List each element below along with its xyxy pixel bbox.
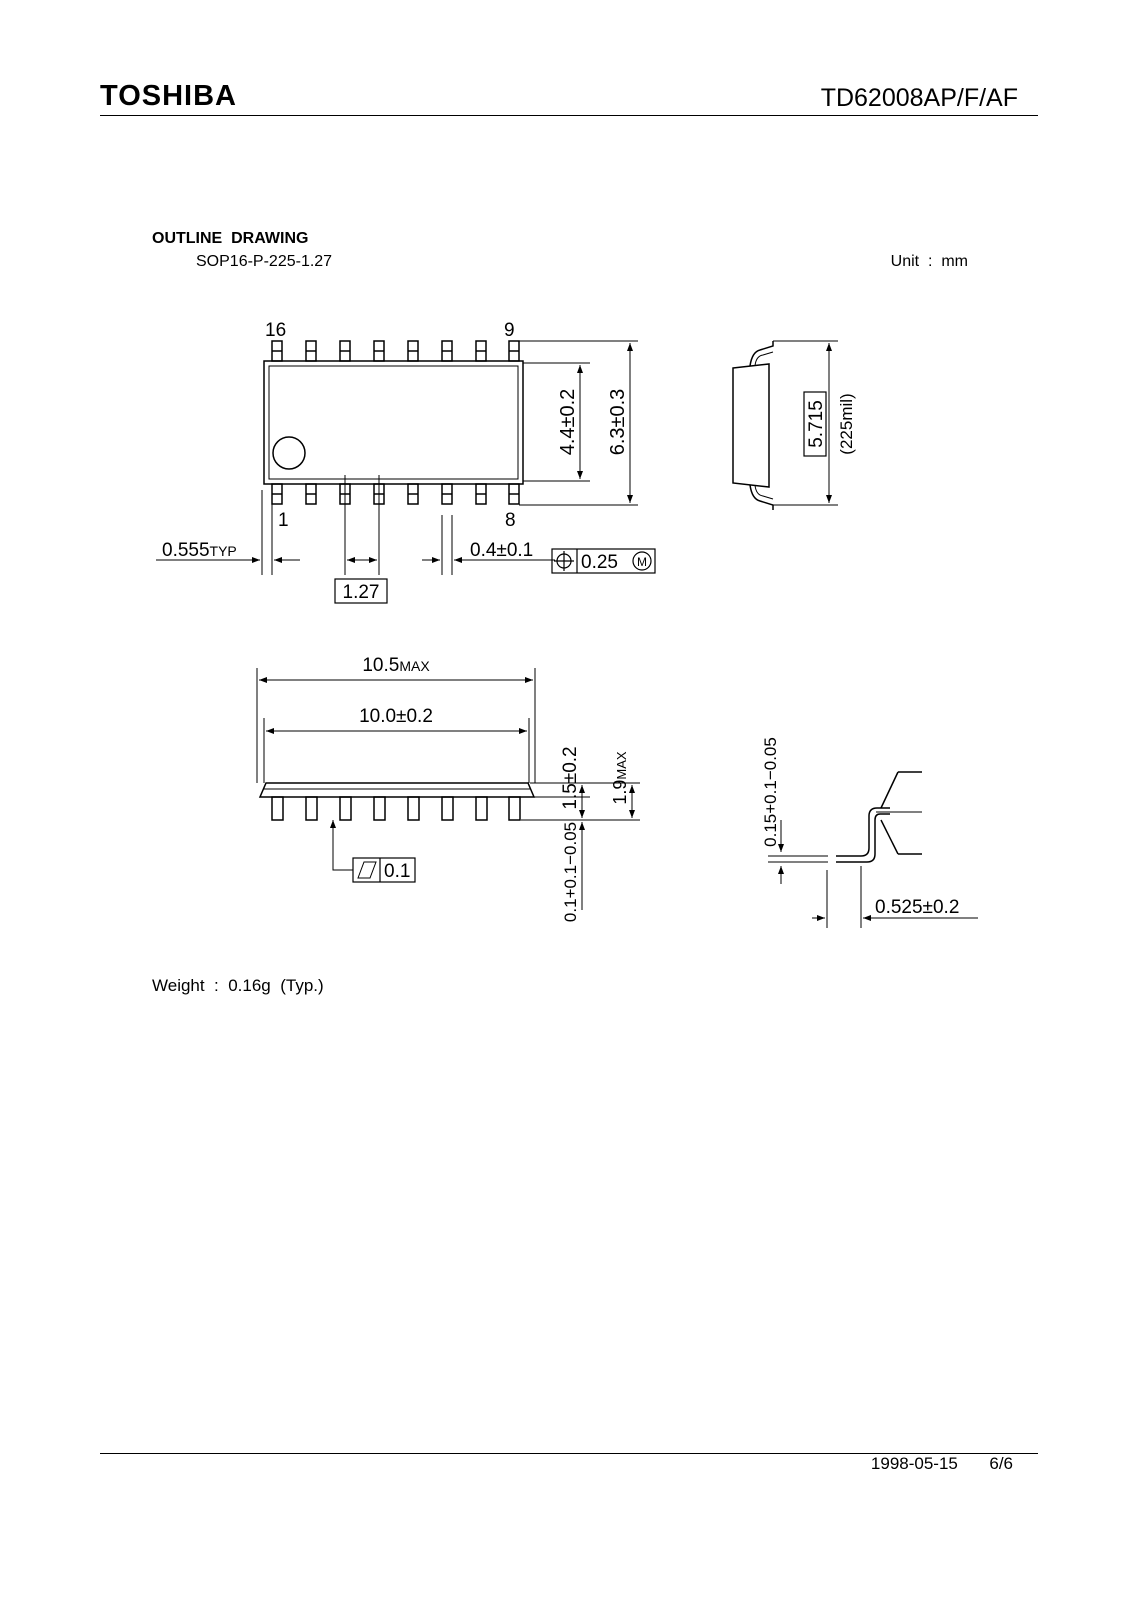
position-tolerance-frame — [551, 548, 656, 574]
end-dim-text: 5.715 — [806, 400, 827, 448]
dim-text-lead-typ: 0.555TYP — [162, 540, 237, 561]
dim-text-body-height: 1.5±0.2 — [560, 746, 581, 809]
page-number: 6/6 — [989, 1454, 1013, 1473]
top-leads — [271, 340, 520, 362]
unit-label: Unit : mm — [890, 253, 968, 270]
flatness-icon — [357, 861, 377, 879]
top-view — [156, 340, 656, 604]
pin-label-8: 8 — [505, 510, 516, 531]
bottom-leads — [271, 483, 520, 505]
footer-date: 1998-05-15 — [870, 1454, 958, 1473]
weight-note: Weight : 0.16g (Typ.) — [152, 976, 324, 995]
end-body — [732, 363, 770, 488]
pin-label-9: 9 — [504, 320, 515, 341]
dim-text-total-height: 1.9MAX — [610, 751, 630, 805]
tolerance-value: 0.25 — [581, 552, 618, 573]
end-basic-box — [803, 391, 827, 457]
section-title: OUTLINE DRAWING — [152, 230, 309, 247]
footer: 1998-05-15 6/6 — [871, 1454, 1013, 1474]
flatness-frame — [352, 857, 416, 883]
package-body — [263, 360, 524, 485]
header-rule — [100, 115, 1038, 116]
end-dim-mil: (225mil) — [837, 393, 856, 454]
package-code: SOP16-P-225-1.27 — [196, 253, 333, 270]
end-lead-top — [749, 341, 774, 367]
mmc-modifier-icon — [632, 551, 652, 571]
dim-text-foot-length: 0.525±0.2 — [875, 897, 959, 918]
side-view — [256, 668, 640, 910]
dim-text-inner-width: 4.4±0.2 — [557, 389, 579, 456]
lead-detail — [768, 771, 978, 928]
part-number: TD62008AP/F/AF — [820, 84, 1018, 112]
dimension-arrows — [252, 343, 871, 921]
footer-rule — [100, 1453, 1038, 1454]
pin-label-1: 1 — [278, 510, 289, 531]
dim-text-len-max: 10.5MAX — [362, 655, 430, 676]
flatness-value: 0.1 — [384, 861, 410, 882]
side-body — [258, 782, 536, 798]
dim-text-outer-width: 6.3±0.3 — [607, 389, 629, 456]
pin1-marker — [272, 436, 306, 470]
dim-text-len-nominal: 10.0±0.2 — [359, 706, 433, 727]
pin-label-16: 16 — [265, 320, 286, 341]
end-lead-bottom — [749, 484, 774, 510]
dim-text-lead-thickness: 0.15+0.1−0.05 — [761, 737, 780, 847]
end-view — [732, 340, 838, 510]
dim-text-standoff: 0.1+0.1−0.05 — [561, 822, 580, 922]
side-leads — [271, 796, 521, 821]
brand-logo: TOSHIBA — [100, 80, 237, 112]
pitch-value: 1.27 — [343, 582, 380, 603]
pitch-basic-box — [334, 578, 388, 604]
dim-text-lead-width: 0.4±0.1 — [470, 540, 533, 561]
package-body-inner — [268, 365, 519, 480]
mmc-modifier-text: M — [637, 555, 647, 569]
lead-profile-top — [836, 807, 890, 857]
outline-drawing: 16 9 1 8 4.4±0.2 6.3±0.3 0.555TYP 0.4±0.… — [156, 320, 978, 928]
